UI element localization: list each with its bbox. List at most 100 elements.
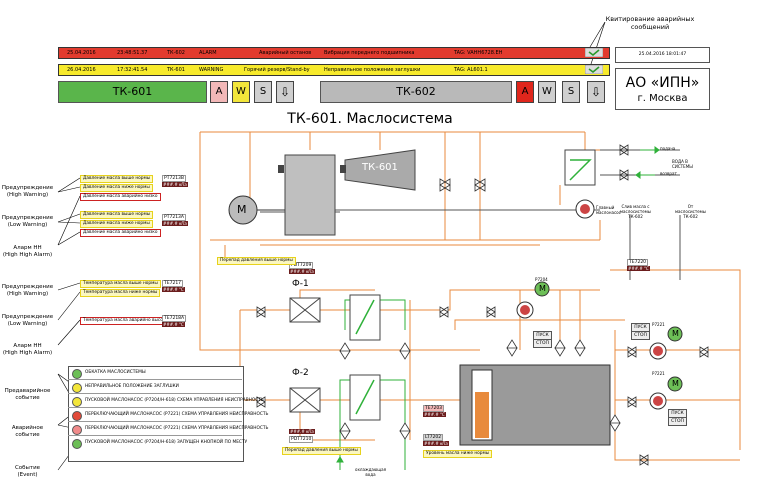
alarm-tag: TAG: VAHH6728.EH bbox=[454, 50, 503, 56]
alarm-date: 26.04.2016 bbox=[67, 67, 96, 73]
note-lt7202: Уровень масла ниже нормы bbox=[423, 450, 493, 458]
tag-pt7213a[interactable]: PT7213A bbox=[162, 214, 186, 221]
value-pdt7210: ###.# кПа bbox=[289, 429, 315, 434]
temp-msg: Температура масла ниже нормы bbox=[80, 289, 161, 297]
legend-high-warning-1: Предупреждение (High Warning) bbox=[1, 185, 54, 198]
pressure-msg: Давление масла ниже нормы bbox=[80, 184, 153, 192]
legend-low-warning-2: Предупреждение (Low Warning) bbox=[1, 314, 54, 327]
tk602-down-arrow-icon[interactable]: ⇩ bbox=[587, 81, 605, 103]
water-in-label: подача bbox=[660, 147, 676, 152]
list-item[interactable]: ПУСКОВОЙ МАСЛОНАСОС (P7204/Н-618) СХЕМА … bbox=[68, 395, 264, 408]
legend-low-warning-1: Предупреждение (Low Warning) bbox=[1, 215, 54, 228]
unit-tk601-button[interactable]: ТК-601 bbox=[58, 81, 207, 103]
alarm-detail: Вибрация переднего подшипника bbox=[324, 50, 415, 56]
event-indicator-icon bbox=[72, 397, 82, 407]
value-pdt7209: ###.# кПа bbox=[289, 269, 315, 274]
unit-tk602-button[interactable]: ТК-602 bbox=[320, 81, 512, 103]
tk602-mode-a-button[interactable]: A bbox=[516, 81, 534, 103]
value-pt7213b: ###.# кПа bbox=[162, 182, 188, 187]
event-indicator-icon bbox=[72, 383, 82, 393]
alarm-date: 25.04.2016 bbox=[67, 50, 96, 56]
tk602-mode-s-button[interactable]: S bbox=[562, 81, 580, 103]
value-te7203: ###.# °C bbox=[423, 412, 446, 417]
tag-pdt7210[interactable]: PDT7210 bbox=[289, 436, 314, 443]
pump-p7204-label: P7204 bbox=[535, 278, 548, 283]
alarm-tag: TAG: AL601.1 bbox=[454, 67, 488, 73]
alarm-type: ALARM bbox=[199, 50, 217, 56]
note-pdt7210: Перепад давления выше нормы bbox=[282, 447, 361, 455]
tag-te7220[interactable]: TE7220 bbox=[627, 259, 649, 266]
alarm-text: Горячий резерв/Stand-by bbox=[244, 67, 310, 73]
p7204-stop-button[interactable]: СТОП bbox=[533, 339, 552, 348]
tag-lt7202[interactable]: LT7202 bbox=[423, 434, 444, 441]
list-item[interactable]: ОБКАТКА МАСЛОСИСТЕМЫ bbox=[68, 367, 242, 380]
alarm-time: 23:48:51.37 bbox=[117, 50, 148, 56]
alarm-time: 17:32:41.54 bbox=[117, 67, 148, 73]
p7221a-stop-button[interactable]: СТОП bbox=[631, 331, 650, 340]
ack-check-icon[interactable] bbox=[585, 65, 603, 74]
legend-alarm-hh-2: Аларм HH (High High Alarm) bbox=[2, 343, 53, 356]
list-item[interactable]: ПУСКОВОЙ МАСЛОНАСОС (P7204/Н-618) ЗАПУЩЕ… bbox=[68, 437, 247, 449]
tk601-mode-s-button[interactable]: S bbox=[254, 81, 272, 103]
pressure-msg: Давление масла ниже нормы bbox=[80, 220, 153, 228]
event-indicator-icon bbox=[72, 369, 82, 379]
pump-p7221a-label: P7221 bbox=[652, 323, 665, 328]
alarm-type: WARNING bbox=[199, 67, 224, 73]
tk602-mode-w-button[interactable]: W bbox=[538, 81, 556, 103]
tag-pdt7209[interactable]: PDT7209 bbox=[289, 262, 314, 269]
value-pt7213a: ###.# кПа bbox=[162, 221, 188, 226]
value-te7220: ###.# °C bbox=[627, 266, 650, 271]
alarm-detail: Неправильное положение заглушки bbox=[324, 67, 421, 73]
tk601-down-arrow-icon[interactable]: ⇩ bbox=[276, 81, 294, 103]
temp-msg: Температура масла выше нормы bbox=[80, 280, 161, 288]
tag-te7218a[interactable]: TE7218A bbox=[162, 315, 187, 322]
water-systems-label: ВОДА В СИСТЕМЫ bbox=[672, 160, 693, 170]
alarm-unit: ТК-602 bbox=[167, 50, 185, 56]
ack-check-icon[interactable] bbox=[585, 48, 603, 57]
pump-m-icon: M bbox=[539, 284, 546, 293]
alarm-unit: ТК-601 bbox=[167, 67, 185, 73]
company-city: г. Москва bbox=[637, 93, 688, 104]
turbine-label: ТК-601 bbox=[362, 162, 398, 173]
legend-warning-event: Предаварийное событие bbox=[4, 388, 51, 401]
pump-p7221b-label: P7221 bbox=[652, 372, 665, 377]
filter-f2-label: Ф-2 bbox=[292, 368, 309, 378]
event-indicator-icon bbox=[72, 439, 82, 449]
filter-f1-label: Ф-1 bbox=[292, 279, 309, 289]
tag-te7203[interactable]: TE7203 bbox=[423, 405, 445, 412]
p7221b-stop-button[interactable]: СТОП bbox=[668, 417, 687, 426]
water-out-label: возврат bbox=[660, 172, 677, 177]
event-indicator-icon bbox=[72, 425, 82, 435]
legend-event: Событие (Event) bbox=[14, 465, 41, 478]
cooling-water-label: охлаждающая вода bbox=[355, 468, 387, 478]
company-box: АО «ИПН» г. Москва bbox=[615, 68, 710, 110]
list-item[interactable]: НЕПРАВИЛЬНОЕ ПОЛОЖЕНИЕ ЗАГЛУШКИ bbox=[68, 381, 242, 394]
value-te7218a: ###.# °C bbox=[162, 322, 185, 327]
event-indicator-icon bbox=[72, 411, 82, 421]
tk601-mode-a-button[interactable]: A bbox=[210, 81, 228, 103]
pressure-msg: Давление масла аварийно низко bbox=[80, 229, 161, 237]
page-title: ТК-601. Маслосистема bbox=[287, 111, 453, 127]
pressure-msg: Давление масла аварийно низко bbox=[80, 193, 161, 201]
company-name: АО «ИПН» bbox=[625, 75, 700, 91]
oil-to-label: От маслосистемы ТК-602 bbox=[675, 205, 707, 220]
oil-from-label: Слив масла с маслосистемы ТК-602 bbox=[620, 205, 652, 220]
list-item[interactable]: ПЕРЕКЛЮЧАЮЩИЙ МАСЛОНАСОС (P7221) СХЕМА У… bbox=[68, 423, 268, 436]
legend-alarm-event: Аварийное событие bbox=[11, 425, 44, 438]
alarm-bar-1[interactable]: 25.04.2016 23:48:51.37 ТК-602 ALARM Авар… bbox=[58, 47, 610, 59]
tag-pt7213b[interactable]: PT7213B bbox=[162, 175, 187, 182]
tag-te7217[interactable]: TE7217 bbox=[162, 280, 184, 287]
tk601-mode-w-button[interactable]: W bbox=[232, 81, 250, 103]
list-item[interactable]: ПЕРЕКЛЮЧАЮЩИЙ МАСЛОНАСОС (P7221) СХЕМА У… bbox=[68, 409, 268, 422]
alarm-bar-2[interactable]: 26.04.2016 17:32:41.54 ТК-601 WARNING Го… bbox=[58, 64, 610, 76]
pump-m-icon: M bbox=[672, 329, 679, 338]
legend-alarm-hh-1: Аларм HH (High High Alarm) bbox=[2, 245, 53, 258]
legend-high-warning-2: Предупреждение (High Warning) bbox=[1, 284, 54, 297]
pressure-msg: Давление масла выше нормы bbox=[80, 211, 154, 219]
motor-label: M bbox=[237, 203, 247, 216]
pump-m-icon: M bbox=[672, 379, 679, 388]
ack-pointer-lines bbox=[589, 22, 606, 68]
alarm-text: Аварийный останов bbox=[259, 50, 312, 56]
value-lt7202: ###.# кПа bbox=[423, 441, 449, 446]
